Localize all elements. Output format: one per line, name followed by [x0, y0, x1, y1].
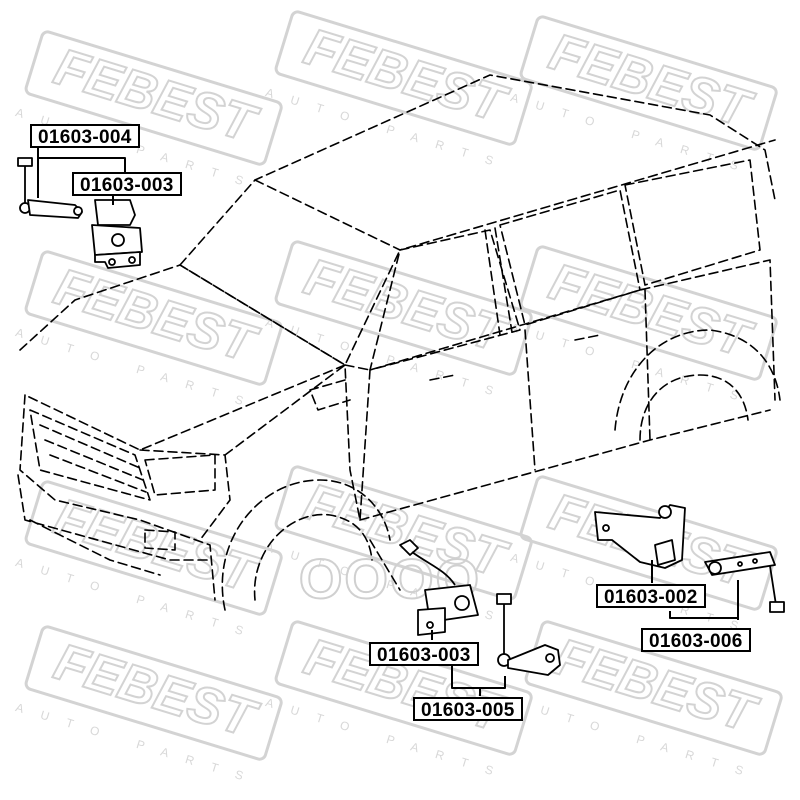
rocker	[359, 409, 771, 521]
grille-bars	[39, 424, 147, 493]
fog-light	[144, 529, 176, 551]
front-mud	[369, 539, 401, 591]
bracket-hole	[602, 524, 610, 532]
link-shaft	[769, 565, 777, 606]
leader-bottom	[431, 630, 506, 696]
belt-line	[344, 259, 776, 401]
back-window	[624, 159, 761, 286]
rear-window	[499, 189, 641, 326]
sensor-connector	[399, 539, 419, 556]
side-mirror	[309, 379, 351, 411]
height-sensor-link-rod	[496, 593, 561, 676]
sensor-mount-hole	[128, 256, 136, 264]
windshield	[179, 249, 401, 366]
rear-wheel-arch	[614, 329, 781, 431]
part-label-01603-004[interactable]: 01603-004	[30, 124, 140, 148]
front-wheel-arch	[221, 479, 391, 611]
part-label-01603-006[interactable]: 01603-006	[641, 628, 751, 652]
door-handles	[429, 334, 601, 381]
grille	[29, 409, 151, 501]
bracket-bolt	[658, 505, 672, 519]
height-sensor-unit	[399, 539, 479, 636]
rear-tire	[639, 374, 749, 441]
link-bolt	[73, 206, 83, 216]
door-lines	[359, 289, 651, 521]
part-label-01603-002[interactable]: 01603-002	[596, 584, 706, 608]
headlight-area	[139, 449, 231, 541]
leader-right	[651, 560, 739, 620]
height-sensor-link-rod	[17, 157, 83, 219]
sensor-pivot	[111, 233, 125, 247]
height-sensor-link-rod	[704, 551, 785, 613]
sensor-mount-hole	[108, 258, 116, 266]
link-arm	[507, 644, 561, 676]
sensor-bracket-assembly	[594, 504, 686, 569]
link-joint	[708, 561, 722, 575]
link-top-mount	[17, 157, 33, 167]
part-label-01603-003-bottom[interactable]: 01603-003	[369, 642, 479, 666]
front-window	[369, 229, 521, 371]
height-sensor-unit	[91, 199, 143, 269]
b-pillar	[484, 227, 513, 336]
front-bumper	[17, 474, 211, 576]
link-rivet	[752, 558, 758, 564]
front-face	[19, 394, 216, 601]
leader-lines	[37, 146, 739, 696]
front-tire	[253, 513, 373, 601]
link-bolt	[545, 653, 555, 663]
sensor-bracket	[94, 251, 141, 269]
sensor-pivot	[454, 595, 470, 611]
part-label-01603-003-top[interactable]: 01603-003	[72, 172, 182, 196]
link-rivet	[737, 561, 743, 567]
sensor-wire	[411, 551, 456, 586]
leader-01603-004	[37, 146, 126, 198]
link-top-mount	[496, 593, 512, 605]
sensor-mount-hole	[426, 621, 434, 629]
link-bottom-mount	[769, 601, 785, 613]
sensor-arm	[94, 199, 136, 226]
fender-line	[224, 364, 361, 521]
hood	[19, 264, 346, 451]
headlight	[144, 454, 216, 496]
roof-line	[179, 74, 776, 266]
part-label-01603-005[interactable]: 01603-005	[413, 697, 523, 721]
bracket-clip	[654, 539, 676, 566]
